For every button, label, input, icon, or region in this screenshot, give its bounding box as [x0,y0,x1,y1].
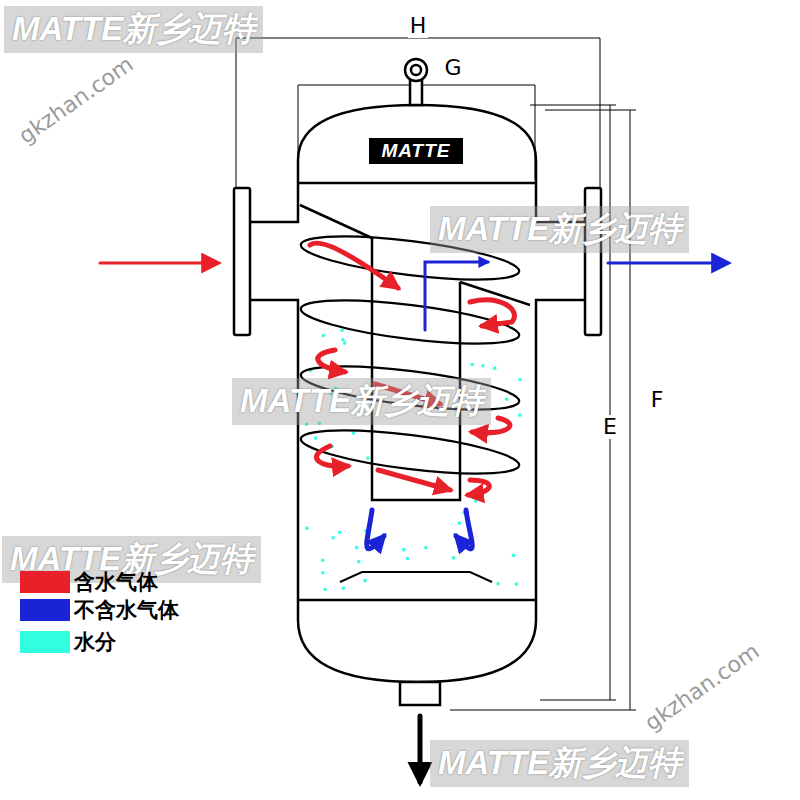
water-dot [343,341,347,345]
legend-item: 含水气体 [20,570,158,594]
watermark: gkzhan.com [640,638,764,735]
watermark: MATTE新乡迈特 [430,740,689,787]
water-dot [322,334,326,338]
water-dot [355,546,359,550]
dimension-lines [236,38,636,710]
water-dot [424,546,428,550]
water-dot [352,431,356,435]
water-dot [331,536,335,540]
water-dot [402,548,406,552]
watermark: MATTE新乡迈特 [430,206,689,253]
water-dot [366,456,370,460]
legend-item: 不含水气体 [20,598,179,622]
water-dot [518,413,522,417]
water-dot [474,499,478,503]
logo-plate: MATTE [369,138,462,164]
water-dot [321,571,325,575]
legend-text: 不含水气体 [74,596,179,624]
water-dot [341,338,345,342]
water-dot [363,579,367,583]
spiral-coil [299,292,522,353]
legend-text: 含水气体 [74,568,158,596]
water-dot [515,582,519,586]
water-dot [518,378,522,382]
dimension-label: F [649,388,666,412]
water-droplets [305,328,522,591]
water-dot [357,560,361,564]
water-dot [496,582,500,586]
watermark: MATTE新乡迈特 [4,6,263,53]
dimension-label: G [442,56,463,80]
water-dot [342,586,346,590]
watermark: MATTE新乡迈特 [232,378,491,425]
dimension-label: E [601,415,619,439]
legend-swatch [20,571,70,593]
water-dot [323,588,327,592]
water-dot [512,554,516,558]
water-dot [481,364,485,368]
water-dot [458,521,462,525]
water-dot [321,558,325,562]
water-dot [314,436,318,440]
water-dot [505,397,509,401]
water-dot [452,556,456,560]
water-dot [406,557,410,561]
legend-item: 水分 [20,630,116,654]
legend-swatch [20,599,70,621]
logo-text: MATTE [381,140,450,162]
water-dot [493,366,497,370]
water-dot [340,328,344,332]
spiral-guide [299,228,522,483]
water-dot [338,531,342,535]
water-dot [305,526,309,530]
legend-text: 水分 [74,628,116,656]
watermark: gkzhan.com [14,51,138,148]
water-dot [470,363,474,367]
legend-swatch [20,631,70,653]
dimension-label: H [408,14,429,38]
flow-arrows [100,243,728,782]
